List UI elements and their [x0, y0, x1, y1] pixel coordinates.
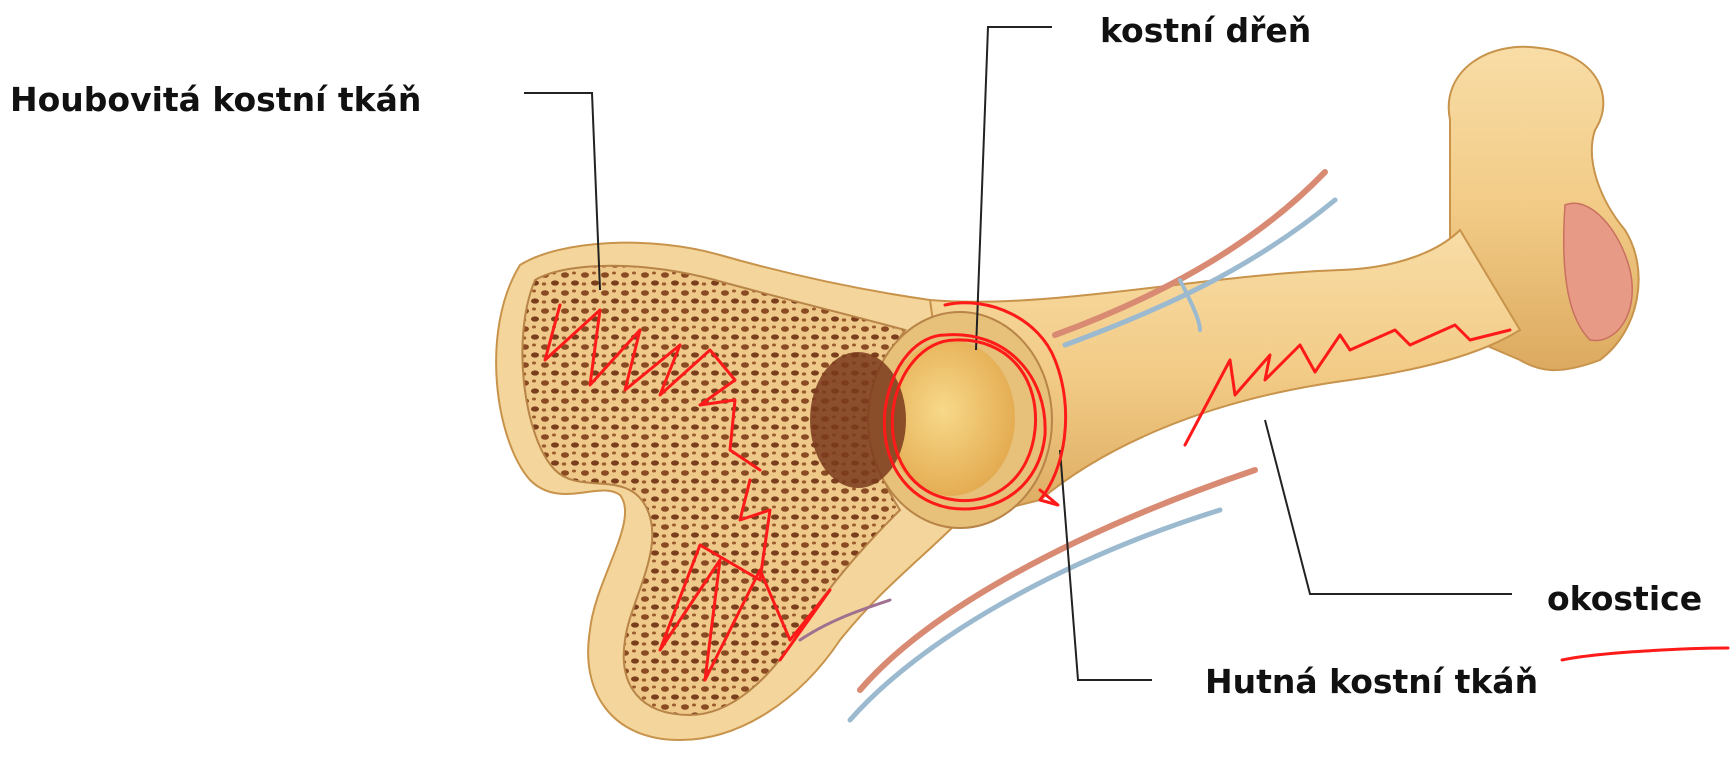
label-bone-marrow: kostní dřeň: [1100, 14, 1311, 47]
label-compact-bone: Hutná kostní tkáň: [1205, 665, 1538, 698]
underline-periosteum: [1562, 648, 1728, 660]
label-spongy-bone: Houbovitá kostní tkáň: [10, 83, 421, 116]
femur-illustration: [496, 47, 1639, 740]
label-periosteum: okostice: [1547, 582, 1702, 615]
leader-line-periosteum: [1265, 420, 1512, 594]
